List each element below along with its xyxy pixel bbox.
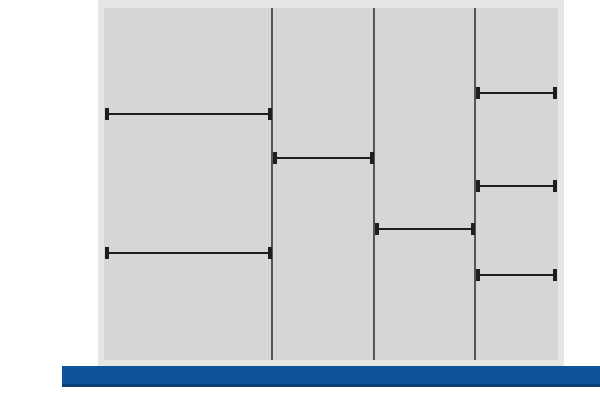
long-dividers	[271, 8, 476, 360]
base-rail	[62, 366, 600, 387]
drawer-tray-floor	[104, 8, 558, 360]
cross-divider	[476, 269, 557, 281]
cross-divider	[273, 152, 374, 164]
base-rail-edge	[62, 384, 600, 387]
cross-dividers	[105, 87, 557, 281]
cross-divider	[105, 247, 272, 259]
cross-divider	[105, 108, 272, 120]
cross-divider	[476, 180, 557, 192]
cross-divider	[375, 223, 475, 235]
cross-divider	[476, 87, 557, 99]
